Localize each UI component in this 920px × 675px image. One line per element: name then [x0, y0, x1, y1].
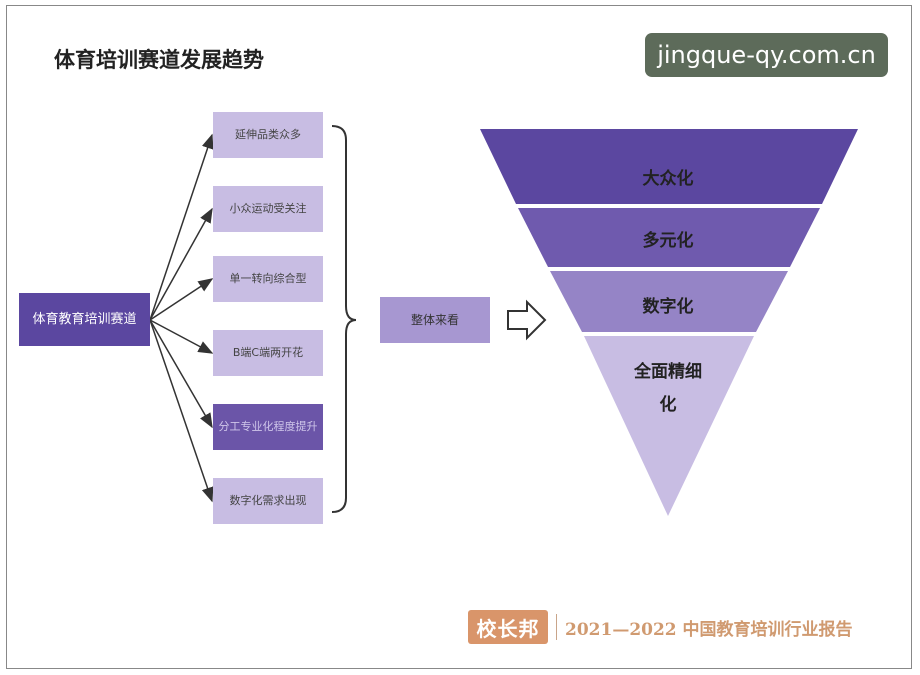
footer: 校长邦 2021—2022 中国教育培训行业报告 — [468, 610, 853, 644]
pyramid-tier — [518, 208, 820, 267]
branch-node: 延伸品类众多 — [213, 112, 323, 158]
summary-node: 整体来看 — [380, 297, 490, 343]
pyramid-tier-label: 全面精细化 — [634, 362, 702, 415]
branch-node: 数字化需求出现 — [213, 478, 323, 524]
branch-node: 小众运动受关注 — [213, 186, 323, 232]
pyramid-tier-label: 数字化 — [642, 297, 694, 317]
pyramid-tier-label: 多元化 — [642, 231, 694, 251]
connector-arrow — [149, 133, 214, 321]
branch-node: 单一转向综合型 — [213, 256, 323, 302]
brand-logo: 校长邦 — [468, 610, 548, 644]
footer-report-title: 2021—2022 中国教育培训行业报告 — [565, 619, 853, 640]
connector-arrow — [149, 319, 214, 354]
pyramid-tier — [550, 271, 788, 332]
connector-arrow — [149, 319, 214, 503]
page-title: 体育培训赛道发展趋势 — [54, 48, 264, 72]
footer-divider — [556, 614, 557, 640]
brace — [331, 125, 357, 513]
pyramid-tier — [584, 336, 754, 516]
pyramid-tier-label: 大众化 — [642, 169, 694, 189]
watermark-badge: jingque-qy.com.cn — [645, 33, 888, 77]
connector-arrow — [149, 319, 213, 429]
hollow-arrow-icon — [507, 299, 547, 341]
branch-node: 分工专业化程度提升 — [213, 404, 323, 450]
branch-node: B端C端两开花 — [213, 330, 323, 376]
source-node: 体育教育培训赛道 — [19, 293, 150, 346]
connector-arrow — [149, 207, 213, 321]
connector-arrow — [149, 278, 214, 321]
pyramid-tier — [480, 129, 858, 204]
